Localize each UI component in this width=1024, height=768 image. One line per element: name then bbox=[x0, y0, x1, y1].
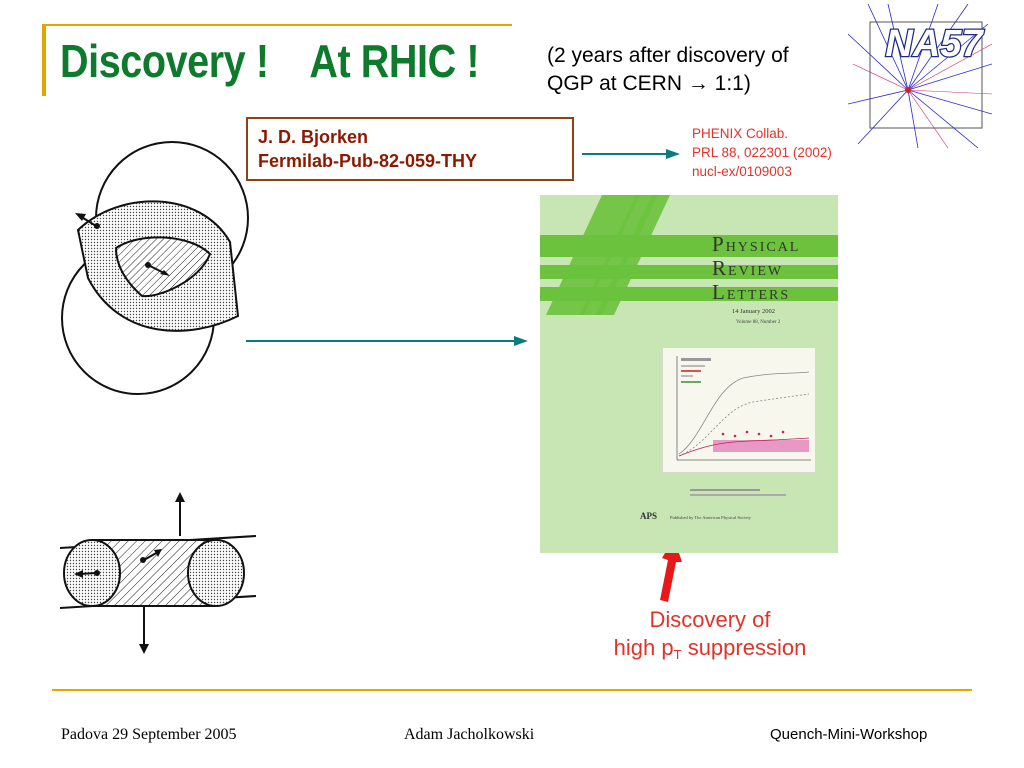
collision-cylinder-diagram bbox=[60, 492, 257, 654]
footer-event: Quench-Mini-Workshop bbox=[770, 726, 928, 743]
reference-author: J. D. Bjorken bbox=[258, 127, 369, 147]
journal-title-physical: PHYSICAL bbox=[712, 232, 801, 256]
header-accent-line bbox=[42, 24, 512, 26]
header-accent-bar bbox=[42, 24, 46, 96]
journal-title-letters: LETTERS bbox=[712, 280, 791, 304]
subtitle-line-2: QGP at CERN → 1:1) bbox=[547, 72, 751, 95]
discovery-line-1: Discovery of bbox=[649, 607, 771, 632]
journal-publisher: Published by The American Physical Socie… bbox=[670, 515, 752, 520]
slide-title: Discovery ! At RHIC ! bbox=[60, 35, 480, 87]
footer-author: Adam Jacholkowski bbox=[404, 726, 535, 743]
na57-logo: NA57 bbox=[848, 4, 992, 148]
arrow-to-phenix bbox=[582, 149, 680, 159]
cover-stripes bbox=[540, 195, 838, 315]
discovery-line-2: high pT suppression bbox=[613, 635, 807, 662]
discovery-caption: Discovery of high pT suppression bbox=[592, 606, 828, 669]
subtitle-line-1: (2 years after discovery of bbox=[547, 44, 789, 67]
journal-title-review: REVIEW bbox=[712, 256, 784, 280]
footer-location-date: Padova 29 September 2005 bbox=[61, 726, 237, 743]
subtitle: (2 years after discovery of QGP at CERN … bbox=[547, 42, 857, 98]
reference-report: Fermilab-Pub-82-059-THY bbox=[258, 151, 478, 171]
collision-overlap-diagram bbox=[61, 141, 249, 395]
journal-cover-plot bbox=[662, 347, 816, 473]
red-arrow bbox=[660, 538, 682, 602]
journal-volume: Volume 88, Number 2 bbox=[736, 320, 781, 325]
journal-cover: PHYSICAL REVIEW LETTERS 14 January 2002 … bbox=[540, 195, 838, 553]
reference-box: J. D. Bjorken Fermilab-Pub-82-059-THY bbox=[246, 117, 574, 181]
journal-date: 14 January 2002 bbox=[732, 308, 775, 315]
footer-divider bbox=[52, 689, 972, 691]
arrow-to-journal bbox=[246, 336, 528, 346]
phenix-collab: PHENIX Collab. bbox=[692, 126, 789, 141]
journal-cover-note bbox=[690, 488, 790, 499]
logo-text: NA57 bbox=[885, 23, 984, 65]
phenix-prl-ref: PRL 88, 022301 (2002) bbox=[692, 145, 832, 160]
aps-logo: APS bbox=[640, 511, 658, 521]
phenix-arxiv-ref: nucl-ex/0109003 bbox=[692, 164, 792, 179]
phenix-citation: PHENIX Collab. PRL 88, 022301 (2002) nuc… bbox=[692, 124, 832, 181]
